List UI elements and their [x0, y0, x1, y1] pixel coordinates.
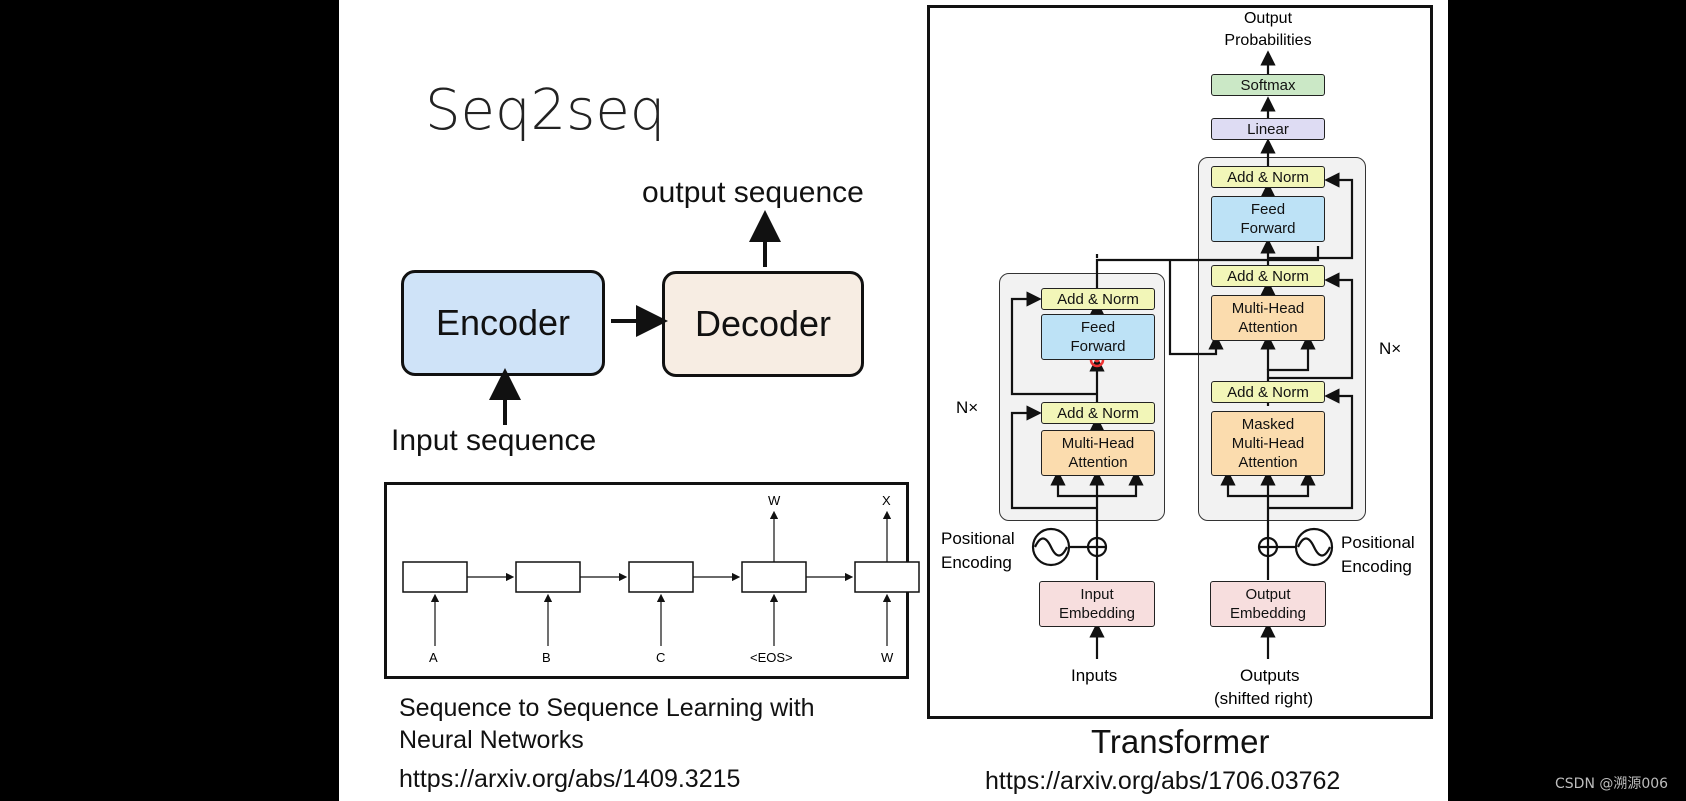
rnn-input-w: W	[881, 650, 894, 665]
encoder-feed-forward: Feed Forward	[1041, 314, 1155, 360]
rnn-input-b: B	[542, 650, 551, 665]
decoder-ff-line1: Feed	[1250, 201, 1286, 218]
seq-caption-url: https://arxiv.org/abs/1409.3215	[399, 765, 741, 793]
masked-line1: Masked	[1241, 416, 1295, 433]
encoder-mha-line2: Attention	[1068, 454, 1128, 471]
transformer-figure: Output Probabilities Softmax Linear Add …	[927, 5, 1433, 719]
encoder-ff-line1: Feed	[1080, 319, 1116, 336]
input-emb-line1: Input	[1080, 586, 1114, 603]
rnn-diagram	[402, 510, 920, 646]
linear-block: Linear	[1211, 118, 1325, 140]
outputs-label-line1: Outputs	[1240, 666, 1300, 685]
decoder-positional-line2: Encoding	[1341, 557, 1412, 576]
encoder-positional-line2: Encoding	[941, 553, 1012, 572]
rnn-input-c: C	[656, 650, 666, 665]
output-emb-line2: Embedding	[1230, 605, 1306, 622]
encoder-add-norm-1: Add & Norm	[1041, 402, 1155, 424]
rnn-input-eos: <EOS>	[750, 650, 793, 665]
inputs-label: Inputs	[1071, 666, 1118, 685]
csdn-watermark: CSDN @溯源006	[1555, 776, 1669, 792]
decoder-add-norm-3: Add & Norm	[1211, 166, 1325, 188]
slide-title: Seq2seq	[425, 78, 666, 143]
decoder-add-norm-2: Add & Norm	[1211, 265, 1325, 287]
transformer-caption: Transformer	[1091, 723, 1270, 760]
seq2seq-arrows	[489, 210, 781, 425]
encoder-label: Encoder	[435, 302, 571, 343]
output-emb-line1: Output	[1245, 586, 1291, 603]
encoder-nx-label: N×	[956, 398, 979, 417]
rnn-input-a: A	[429, 650, 438, 665]
encoder-mha-line1: Multi-Head	[1061, 435, 1135, 452]
output-probabilities-line2: Probabilities	[1224, 32, 1312, 49]
input-sequence-label: Input sequence	[391, 424, 597, 457]
input-emb-line2: Embedding	[1059, 605, 1135, 622]
decoder-mha-line1: Multi-Head	[1231, 300, 1305, 317]
decoder-positional-line1: Positional	[1341, 533, 1415, 552]
seq-caption-line2: Neural Networks	[399, 726, 584, 754]
output-embedding-block: Output Embedding	[1210, 581, 1326, 627]
slide: Seq2seq output sequence Input sequence E…	[339, 0, 1448, 801]
masked-line3: Attention	[1238, 454, 1298, 471]
decoder-box: Decoder	[662, 271, 864, 377]
encoder-multi-head-attention: Multi-Head Attention	[1041, 430, 1155, 476]
output-probabilities-line1: Output	[1243, 10, 1293, 27]
input-embedding-block: Input Embedding	[1039, 581, 1155, 627]
rnn-cell	[854, 561, 920, 593]
rnn-cell	[515, 561, 581, 593]
encoder-positional-line1: Positional	[941, 529, 1015, 548]
rnn-output-x: X	[882, 493, 891, 508]
rnn-figure: A B C <EOS> W W X	[384, 482, 920, 679]
decoder-label: Decoder	[694, 303, 832, 344]
rnn-cell	[628, 561, 694, 593]
output-sequence-label: output sequence	[642, 176, 864, 209]
masked-line2: Multi-Head	[1231, 435, 1305, 452]
decoder-add-norm-1: Add & Norm	[1211, 381, 1325, 403]
decoder-feed-forward: Feed Forward	[1211, 196, 1325, 242]
rnn-cell	[402, 561, 468, 593]
decoder-masked-attention: Masked Multi-Head Attention	[1211, 411, 1325, 476]
encoder-add-norm-2: Add & Norm	[1041, 288, 1155, 310]
transformer-url: https://arxiv.org/abs/1706.03762	[985, 767, 1341, 795]
decoder-ff-line2: Forward	[1240, 220, 1296, 237]
outputs-label-line2: (shifted right)	[1214, 689, 1314, 708]
seq-caption-line1: Sequence to Sequence Learning with	[399, 694, 815, 722]
decoder-mha-line2: Attention	[1238, 319, 1298, 336]
decoder-nx-label: N×	[1379, 339, 1402, 358]
rnn-output-w: W	[768, 493, 781, 508]
decoder-multi-head-attention: Multi-Head Attention	[1211, 295, 1325, 341]
encoder-ff-line2: Forward	[1070, 338, 1126, 355]
softmax-block: Softmax	[1211, 74, 1325, 96]
transformer-connections	[1010, 50, 1354, 659]
rnn-cell	[741, 561, 807, 593]
